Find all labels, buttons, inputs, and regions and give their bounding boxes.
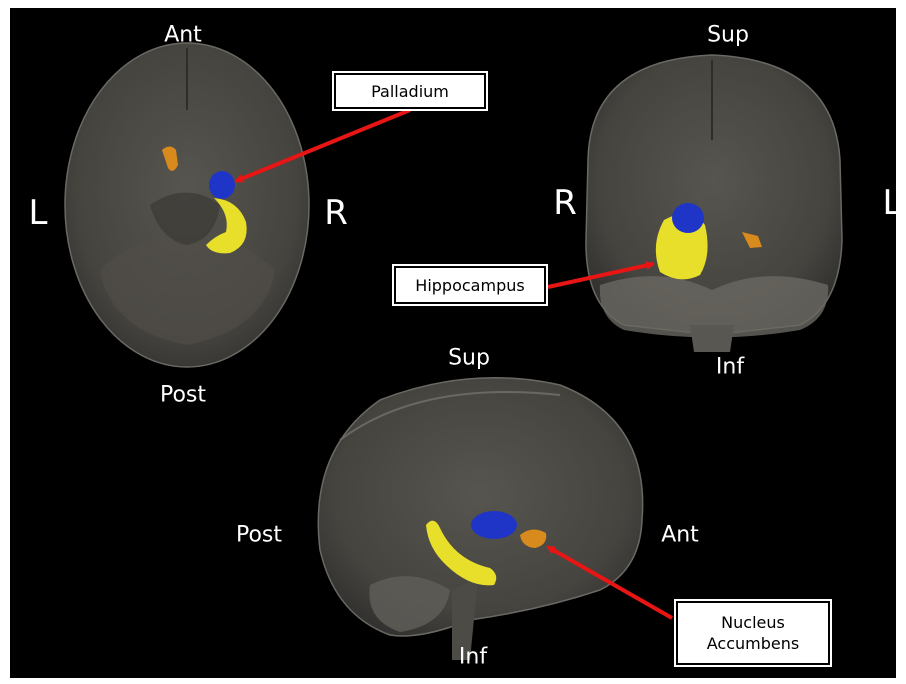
coronal-view bbox=[586, 55, 842, 352]
coronal-palladium bbox=[672, 203, 704, 233]
axial-label-l: L bbox=[29, 193, 48, 233]
axial-label-post: Post bbox=[160, 383, 206, 408]
axial-label-r: R bbox=[324, 193, 348, 233]
axial-palladium bbox=[209, 171, 235, 199]
sagittal-label-ant: Ant bbox=[661, 523, 699, 548]
coronal-label-l: L bbox=[883, 183, 902, 223]
sagittal-label-post: Post bbox=[236, 523, 282, 548]
coronal-label-inf: Inf bbox=[716, 355, 744, 380]
nucleus-accumbens-callout: Nucleus Accumbens bbox=[676, 601, 830, 665]
nucleus-accumbens-line1: Nucleus bbox=[721, 612, 785, 633]
sagittal-palladium bbox=[471, 511, 517, 539]
hippocampus-callout: Hippocampus bbox=[394, 266, 546, 304]
coronal-label-sup: Sup bbox=[707, 23, 749, 48]
coronal-brainstem bbox=[690, 325, 734, 352]
axial-view bbox=[65, 43, 309, 367]
palladium-callout: Palladium bbox=[334, 73, 486, 109]
sagittal-label-inf: Inf bbox=[459, 645, 487, 670]
sagittal-label-sup: Sup bbox=[448, 346, 490, 371]
axial-label-ant: Ant bbox=[164, 23, 202, 48]
coronal-label-r: R bbox=[553, 183, 577, 223]
nucleus-accumbens-line2: Accumbens bbox=[707, 633, 799, 654]
